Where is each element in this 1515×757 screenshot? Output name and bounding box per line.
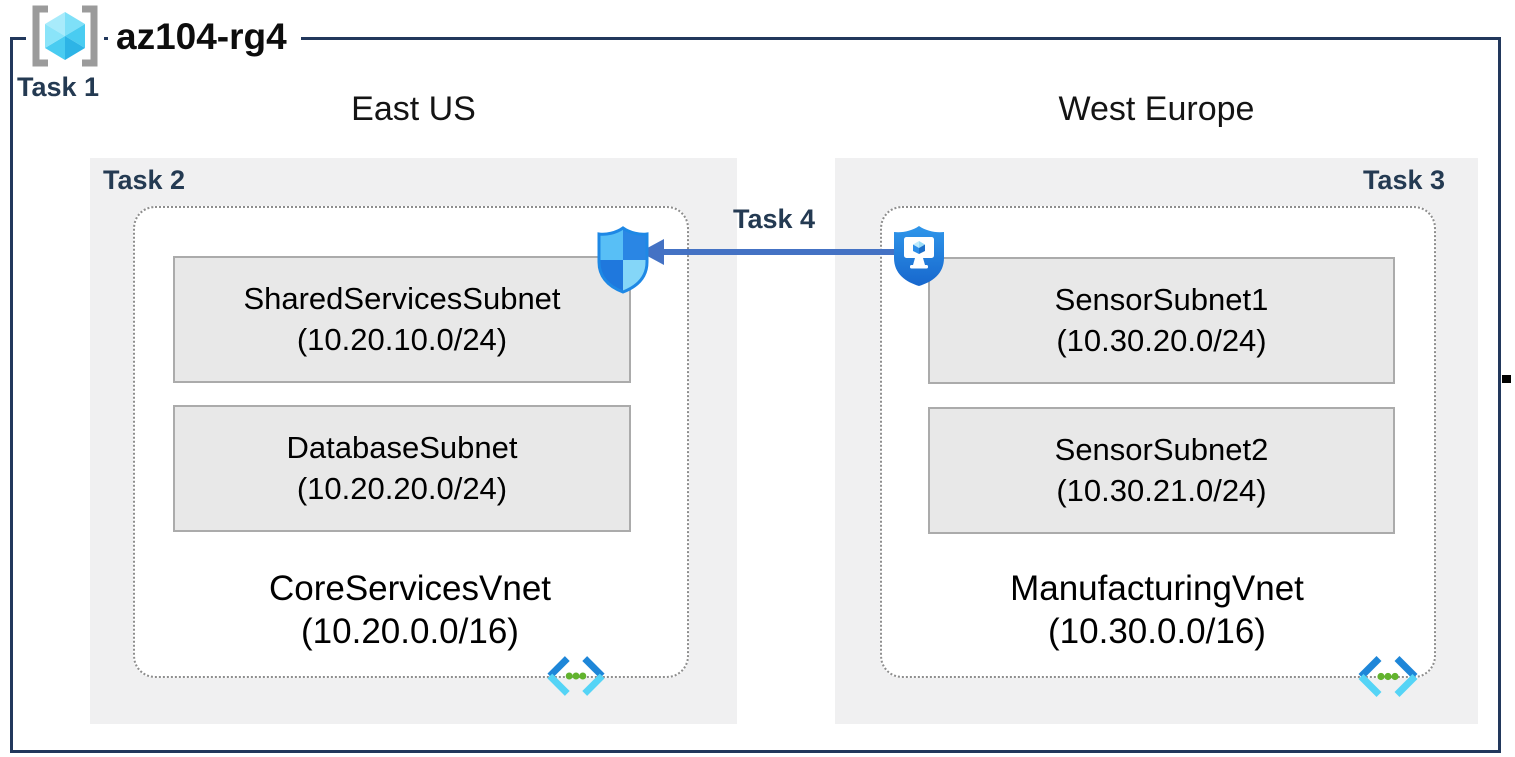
subnet-sensor1: SensorSubnet1 (10.30.20.0/24) (928, 257, 1395, 384)
vnet-icon (545, 653, 607, 699)
subnet-cidr: (10.30.20.0/24) (1056, 322, 1267, 358)
task4-label: Task 4 (733, 204, 816, 234)
region-header-west-europe: West Europe (1058, 90, 1255, 128)
task2-label: Task 2 (103, 165, 186, 195)
nsg-shield-icon (596, 226, 650, 294)
subnet-name: SensorSubnet1 (1054, 281, 1269, 317)
task1-label: Task 1 (17, 72, 100, 102)
vnet-cidr: (10.30.0.0/16) (1048, 612, 1266, 652)
edge-tick (1502, 375, 1511, 383)
vnet-label-coreservices: CoreServicesVnet (10.20.0.0/16) (160, 567, 660, 653)
resource-group-title: az104-rg4 (108, 16, 301, 64)
subnet-name: SensorSubnet2 (1054, 431, 1269, 467)
vnet-label-manufacturing: ManufacturingVnet (10.30.0.0/16) (907, 567, 1407, 653)
subnet-database: DatabaseSubnet (10.20.20.0/24) (173, 405, 631, 532)
vnet-name: ManufacturingVnet (1010, 569, 1304, 608)
resource-group-frame (10, 37, 1501, 753)
subnet-name: SharedServicesSubnet (243, 280, 561, 316)
subnet-sharedservices: SharedServicesSubnet (10.20.10.0/24) (173, 256, 631, 383)
region-header-east-us: East US (351, 90, 476, 128)
task3-label: Task 3 (1362, 165, 1445, 195)
resource-group-icon (26, 3, 104, 69)
subnet-cidr: (10.20.10.0/24) (296, 321, 508, 357)
vnet-cidr: (10.20.0.0/16) (301, 612, 519, 652)
resource-group-icon-svg (32, 5, 98, 67)
peering-arrow-line (662, 249, 908, 255)
vnet-icon (1356, 653, 1420, 700)
vnet-name: CoreServicesVnet (268, 569, 552, 608)
subnet-cidr: (10.20.20.0/24) (296, 470, 508, 506)
subnet-name: DatabaseSubnet (286, 429, 518, 465)
subnet-sensor2: SensorSubnet2 (10.30.21.0/24) (928, 407, 1395, 534)
bastion-shield-icon (891, 224, 947, 288)
subnet-cidr: (10.30.21.0/24) (1056, 472, 1267, 508)
